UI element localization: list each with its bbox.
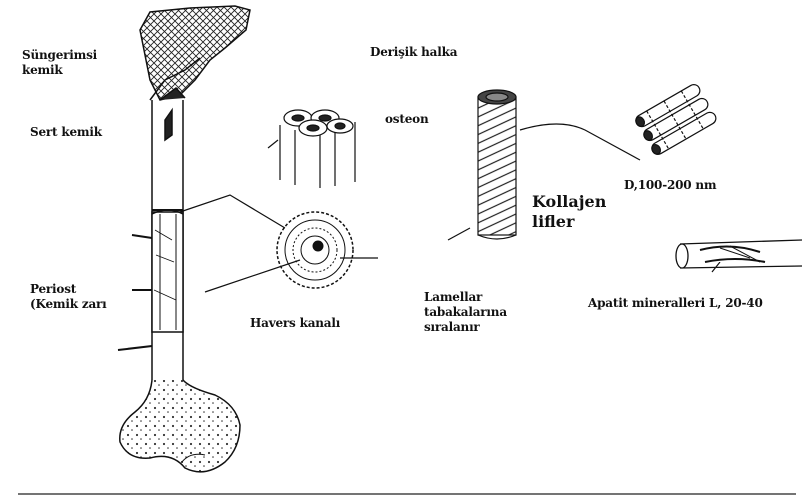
osteon-bundle <box>280 110 355 188</box>
collagen-fibrils <box>634 82 718 156</box>
label-kollajen-lifler: Kollajen lifler <box>532 192 622 232</box>
label-osteon: osteon <box>385 112 428 127</box>
label-periost: Periost (Kemik zarı <box>30 282 112 312</box>
bone-head-spongy <box>140 6 250 100</box>
label-apatit-mineralleri: Apatit mineralleri L, 20-40 <box>588 296 763 311</box>
label-lamellar: Lamellar tabakalarına sıralanır <box>424 290 504 335</box>
osteon-cross-section <box>277 212 353 288</box>
label-sungerimsi-kemik: Süngerimsi kemik <box>22 48 92 78</box>
lamellar-column <box>478 90 516 239</box>
bone-distal-end <box>120 380 240 472</box>
label-sert-kemik: Sert kemik <box>30 125 102 140</box>
shaft-cutaway <box>152 212 183 332</box>
label-havers-kanali: Havers kanalı <box>250 316 340 331</box>
connector-lines <box>180 124 720 292</box>
long-bone <box>118 6 250 472</box>
apatite-fiber <box>676 240 802 268</box>
label-d-size: D,100-200 nm <box>624 178 716 193</box>
label-derisik-halka: Derişik halka <box>370 45 457 60</box>
